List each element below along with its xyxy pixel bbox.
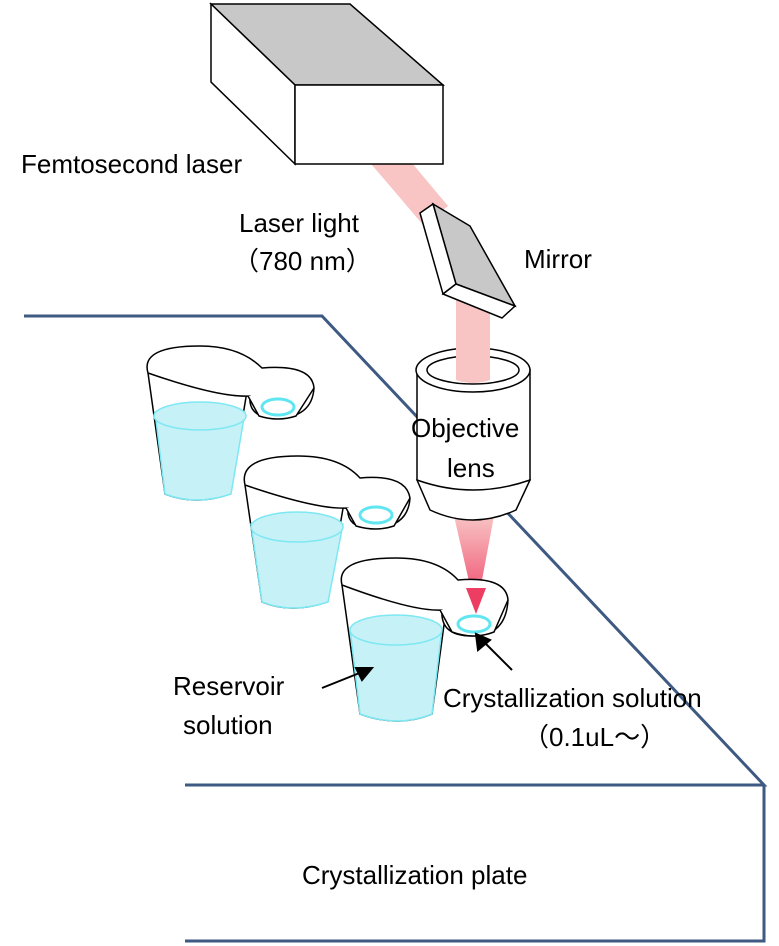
objective-lens-icon (415, 340, 532, 521)
plate-front-edge (185, 785, 766, 943)
label-femtosecond-laser: Femtosecond laser (21, 149, 242, 179)
well-cup-1 (146, 345, 315, 501)
cup-2-liquid-top (250, 511, 344, 543)
label-lens: lens (447, 453, 495, 483)
label-reservoir-solution: solution (183, 710, 273, 740)
crystallization-plate (24, 314, 768, 943)
objective-lower (415, 479, 532, 521)
well-cup-2 (243, 455, 411, 609)
label-laser-wavelength: （780 nm） (233, 246, 372, 276)
label-crystallization-solution: Crystallization solution (443, 683, 702, 713)
label-mirror: Mirror (524, 244, 592, 274)
focused-beam-tip (466, 588, 486, 614)
cup-2-drop (358, 505, 394, 525)
objective-beam-inside (456, 340, 490, 383)
plate-top-edge (24, 314, 768, 787)
mirror-bottom (441, 283, 517, 319)
well-cup-3 (340, 557, 509, 722)
label-crystallization-plate: Crystallization plate (302, 860, 527, 890)
mirror-icon (419, 202, 517, 319)
focused-beam (454, 516, 494, 612)
cup-3-liquid-top (349, 614, 443, 646)
label-laser-light: Laser light (239, 208, 360, 238)
label-reservoir: Reservoir (173, 671, 285, 701)
objective-body (416, 369, 531, 491)
label-crystallization-volume: （0.1uL～） (523, 722, 666, 752)
laser-box-icon (209, 2, 446, 166)
cup-1-liquid-top (153, 401, 247, 431)
reservoir-arrow (321, 667, 375, 689)
cup-1-drop (260, 397, 296, 417)
crystallization-arrow (474, 632, 513, 671)
cup-3-drop (456, 614, 492, 634)
label-objective: Objective (411, 413, 519, 443)
laser-box-front (294, 84, 444, 165)
